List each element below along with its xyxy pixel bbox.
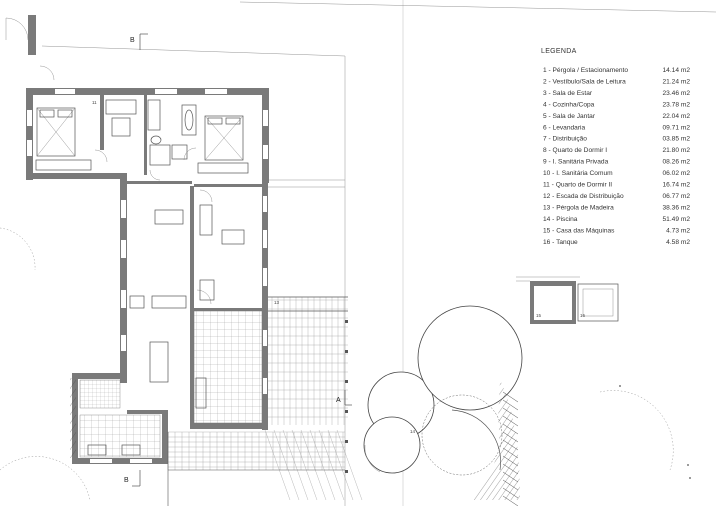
legend-row: 6 - Levandaria 09.71 m2 [543, 124, 690, 131]
legend-item-label: 2 - Vestíbulo/Sala de Leitura [543, 78, 626, 85]
legend-row: 2 - Vestíbulo/Sala de Leitura 21.24 m2 [543, 78, 690, 85]
legend-item-label: 5 - Sala de Jantar [543, 113, 596, 120]
stair-block [79, 379, 161, 458]
dining-tiled-floor [193, 310, 263, 424]
legend-row: 8 - Quarto de Dormir I 21.80 m2 [543, 147, 690, 154]
window-openings [27, 89, 268, 463]
corner-column [28, 15, 36, 55]
legend-item-area: 21.24 m2 [663, 78, 691, 85]
bathroom-fixtures [105, 99, 197, 166]
legend-row: 9 - I. Sanitária Privada 08.26 m2 [543, 159, 690, 166]
legend-item-area: 22.04 m2 [663, 113, 691, 120]
legend-row: 10 - I. Sanitária Comum 06.02 m2 [543, 170, 690, 177]
legend-item-area: 06.77 m2 [663, 193, 691, 200]
section-mark-b-bottom: B [124, 470, 141, 487]
wooden-pergola [268, 296, 348, 473]
bed-left [36, 107, 76, 157]
legend-item-label: 15 - Casa das Máquinas [543, 227, 615, 234]
legend-item-area: 23.78 m2 [663, 101, 691, 108]
legend-item-area: 4.58 m2 [666, 239, 690, 246]
legend-item-area: 38.36 m2 [663, 204, 691, 211]
room-number-16: 16 [580, 313, 586, 318]
legend: LEGENDA 1 - Pérgola / Estacionamento 14.1… [541, 48, 690, 246]
legend-row: 4 - Cozinha/Copa 23.78 m2 [543, 101, 690, 108]
pool-side-hatching [502, 391, 519, 506]
section-mark-b-top: B [130, 33, 148, 50]
section-mark-a: A [336, 390, 352, 406]
legend-item-label: 16 - Tanque [543, 239, 578, 246]
room-number-11: 11 [92, 100, 97, 105]
legend-item-label: 3 - Sala de Estar [543, 90, 593, 97]
legend-item-label: 10 - I. Sanitária Comum [543, 170, 613, 177]
legend-item-label: 11 - Quarto de Dormir II [543, 182, 612, 189]
swimming-pool [363, 305, 523, 476]
legend-row: 16 - Tanque 4.58 m2 [543, 239, 690, 246]
legend-row: 13 - Pérgola de Madeira 38.36 m2 [543, 204, 690, 211]
svg-text:B: B [130, 37, 135, 44]
legend-item-area: 23.46 m2 [663, 90, 691, 97]
legend-item-label: 14 - Piscina [543, 216, 578, 223]
legend-title: LEGENDA [541, 48, 577, 55]
legend-item-label: 9 - I. Sanitária Privada [543, 159, 609, 166]
legend-item-area: 08.26 m2 [663, 159, 691, 166]
svg-text:A: A [336, 397, 341, 404]
legend-item-area: 21.80 m2 [663, 147, 691, 154]
legend-row: 15 - Casa das Máquinas 4.73 m2 [543, 227, 690, 234]
legend-item-area: 06.02 m2 [663, 170, 691, 177]
living-room-furniture [154, 204, 245, 301]
svg-text:B: B [124, 477, 129, 484]
legend-row: 5 - Sala de Jantar 22.04 m2 [543, 113, 690, 120]
interior-door-swings [94, 147, 213, 305]
south-terrace-grid [167, 429, 363, 506]
legend-item-area: 03.85 m2 [663, 136, 691, 143]
house-walls [26, 88, 269, 464]
legend-item-label: 8 - Quarto de Dormir I [543, 147, 607, 154]
legend-item-label: 6 - Levandaria [543, 124, 585, 131]
legend-item-area: 16.74 m2 [663, 182, 691, 189]
pool-deck-hatch [470, 380, 520, 500]
legend-item-label: 1 - Pérgola / Estacionamento [543, 67, 628, 74]
room-number-14: 14 [410, 429, 416, 434]
legend-item-label: 13 - Pérgola de Madeira [543, 204, 614, 211]
legend-item-label: 4 - Cozinha/Copa [543, 101, 595, 108]
kitchen-counters [129, 295, 187, 383]
legend-item-area: 09.71 m2 [663, 124, 691, 131]
legend-item-label: 7 - Distribuição [543, 136, 587, 143]
legend-row: 1 - Pérgola / Estacionamento 14.14 m2 [543, 67, 690, 74]
entry-door-swings [0, 17, 674, 501]
closet-left [35, 159, 92, 171]
legend-item-label: 12 - Escada de Distribuição [543, 193, 624, 200]
room-number-15: 15 [536, 313, 542, 318]
legend-row: 11 - Quarto de Dormir II 16.74 m2 [543, 182, 690, 189]
legend-item-area: 4.73 m2 [666, 227, 690, 234]
legend-item-area: 14.14 m2 [663, 67, 691, 74]
legend-row: 3 - Sala de Estar 23.46 m2 [543, 90, 690, 97]
legend-row: 12 - Escada de Distribuição 06.77 m2 [543, 193, 690, 200]
legend-row: 7 - Distribuição 03.85 m2 [543, 136, 690, 143]
stair-wall-hatch [70, 378, 76, 458]
legend-item-area: 51.49 m2 [663, 216, 691, 223]
room-number-13: 13 [274, 300, 280, 305]
legend-row: 14 - Piscina 51.49 m2 [543, 216, 690, 223]
bed-right [204, 115, 244, 161]
closet-right [197, 162, 249, 174]
machine-room-and-tank [516, 276, 619, 324]
plot-boundary [41, 1, 716, 506]
